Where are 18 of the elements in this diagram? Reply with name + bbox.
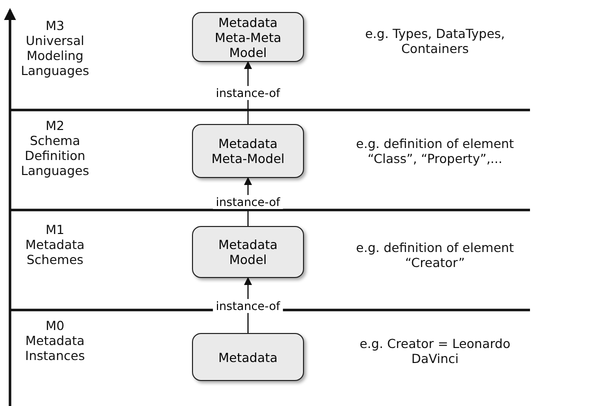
process-box: Metadata Model: [192, 226, 304, 278]
edge-label: instance-of: [212, 298, 284, 312]
layer-name: Metadata Schemes: [24, 237, 86, 267]
example-text: e.g. Creator = Leonardo DaVinci: [358, 336, 512, 366]
process-box: Metadata Meta-Model: [192, 124, 304, 178]
example-text: e.g. definition of element “Class”, “Property”,...: [355, 136, 515, 166]
level-label: M0: [44, 318, 66, 333]
example-text: e.g. Types, DataTypes, Containers: [364, 26, 506, 56]
layer-name: Universal Modeling Languages: [20, 33, 90, 78]
process-box: Metadata: [192, 333, 304, 381]
example-text: e.g. definition of element “Creator”: [355, 240, 515, 270]
process-box: Metadata Meta-Meta Model: [192, 12, 304, 62]
layer-name: Metadata Instances: [24, 333, 86, 363]
level-label: M3: [44, 18, 66, 33]
layer-name: Schema Definition Languages: [20, 133, 90, 178]
level-label: M1: [44, 222, 66, 237]
edge-label: instance-of: [212, 195, 284, 209]
level-label: M2: [44, 118, 66, 133]
